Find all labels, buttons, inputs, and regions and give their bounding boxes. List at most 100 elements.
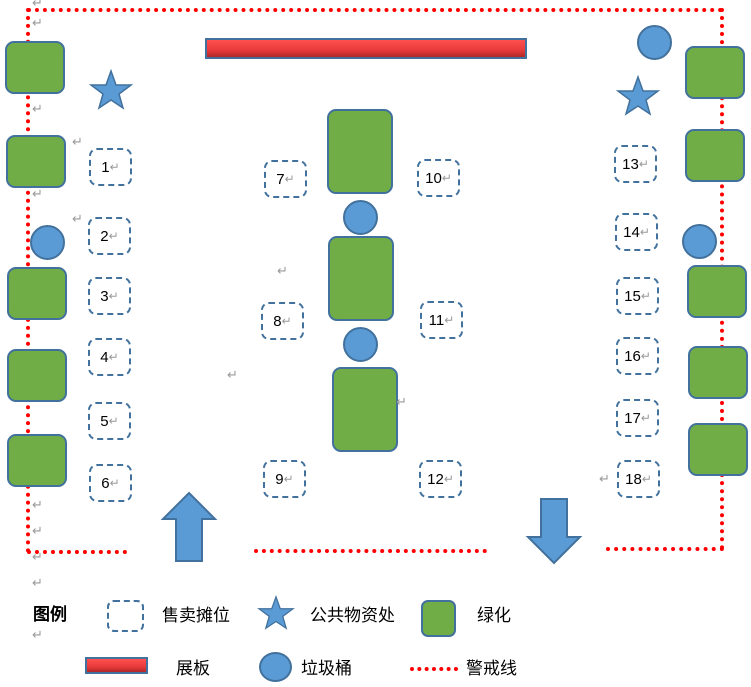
return-mark: ↵ [72, 212, 83, 227]
cordon-line-bottom-middle [254, 549, 487, 553]
legend-label-supplies: 公共物资处 [310, 606, 395, 626]
stall-13[interactable]: 13↵ [614, 145, 657, 183]
return-mark: ↵ [639, 225, 650, 239]
stall-number: 9 [275, 470, 284, 488]
trash-bin-right [682, 224, 717, 259]
return-mark: ↵ [108, 350, 119, 364]
stall-10[interactable]: 10↵ [417, 159, 460, 197]
greenery-left-5 [7, 434, 67, 487]
return-mark: ↵ [32, 550, 43, 565]
stall-number: 18 [625, 470, 642, 488]
stall-number: 10 [425, 169, 442, 187]
trash-bin-top-right [637, 25, 672, 60]
greenery-left-3 [7, 267, 67, 320]
return-mark: ↵ [277, 264, 288, 279]
stall-number: 3 [100, 287, 109, 305]
stall-9[interactable]: 9↵ [263, 460, 306, 498]
return-mark: ↵ [641, 472, 652, 486]
greenery-left-1 [5, 41, 65, 94]
stall-number: 4 [100, 348, 109, 366]
circle-icon [259, 652, 292, 682]
stall-number: 5 [100, 412, 109, 430]
stall-number: 15 [624, 287, 641, 305]
stall-number: 13 [622, 155, 639, 173]
stall-number: 6 [101, 474, 110, 492]
stall-number: 8 [273, 312, 282, 330]
return-mark: ↵ [32, 0, 43, 11]
stall-2[interactable]: 2↵ [88, 217, 131, 255]
greenery-center-3 [332, 367, 398, 452]
cordon-line-top [27, 8, 723, 12]
stall-number: 17 [624, 409, 641, 427]
return-mark: ↵ [32, 576, 43, 591]
return-mark: ↵ [640, 411, 651, 425]
arrow-up-icon [160, 491, 218, 562]
stall-8[interactable]: 8↵ [261, 302, 304, 340]
return-mark: ↵ [444, 313, 455, 327]
return-mark: ↵ [599, 472, 610, 487]
dashed-box-icon [107, 600, 144, 632]
greenery-right-4 [688, 346, 748, 399]
stall-number: 7 [276, 170, 285, 188]
greenery-right-5 [688, 423, 748, 476]
legend-label-cordon: 警戒线 [466, 659, 517, 679]
stall-5[interactable]: 5↵ [88, 402, 131, 440]
stall-number: 16 [624, 347, 641, 365]
return-mark: ↵ [109, 160, 120, 174]
trash-bin-left [30, 225, 65, 260]
return-mark: ↵ [32, 498, 43, 513]
greenery-center-1 [327, 109, 393, 194]
return-mark: ↵ [32, 628, 43, 643]
return-mark: ↵ [283, 472, 294, 486]
greenery-right-1 [685, 46, 745, 99]
cordon-line-bottom-right [606, 547, 724, 551]
legend-label-board: 展板 [176, 659, 210, 679]
stall-6[interactable]: 6↵ [89, 464, 132, 502]
stall-14[interactable]: 14↵ [615, 213, 658, 251]
greenery-right-2 [685, 129, 745, 182]
stall-number: 11 [428, 311, 445, 329]
stall-12[interactable]: 12↵ [419, 460, 462, 498]
star-icon [615, 74, 661, 116]
stall-15[interactable]: 15↵ [616, 277, 659, 315]
return-mark: ↵ [441, 171, 452, 185]
return-mark: ↵ [109, 476, 120, 490]
stall-number: 14 [623, 223, 640, 241]
stall-7[interactable]: 7↵ [264, 160, 307, 198]
stall-16[interactable]: 16↵ [616, 337, 659, 375]
stall-17[interactable]: 17↵ [616, 399, 659, 437]
return-mark: ↵ [443, 472, 454, 486]
stall-11[interactable]: 11↵ [420, 301, 463, 339]
display-board [205, 38, 527, 59]
return-mark: ↵ [108, 229, 119, 243]
green-block-icon [421, 600, 456, 637]
greenery-left-4 [7, 349, 67, 402]
return-mark: ↵ [638, 157, 649, 171]
trash-bin-center-2 [343, 327, 378, 362]
cordon-line-bottom-left [27, 550, 127, 554]
display-board-icon [85, 657, 148, 674]
greenery-left-2 [6, 135, 66, 188]
greenery-right-3 [687, 265, 747, 318]
return-mark: ↵ [72, 135, 83, 150]
return-mark: ↵ [32, 187, 43, 202]
stall-3[interactable]: 3↵ [88, 277, 131, 315]
legend-label-stall: 售卖摊位 [162, 606, 230, 626]
return-mark: ↵ [640, 349, 651, 363]
return-mark: ↵ [32, 524, 43, 539]
return-mark: ↵ [227, 368, 238, 383]
return-mark: ↵ [32, 16, 43, 31]
arrow-down-icon [525, 498, 583, 565]
stall-1[interactable]: 1↵ [89, 148, 132, 186]
return-mark: ↵ [108, 414, 119, 428]
legend-title: 图例 [33, 605, 67, 625]
stall-4[interactable]: 4↵ [88, 338, 131, 376]
star-icon [257, 594, 295, 630]
return-mark: ↵ [640, 289, 651, 303]
stall-18[interactable]: 18↵ [617, 460, 660, 498]
stall-number: 2 [100, 227, 109, 245]
stall-number: 1 [101, 158, 110, 176]
stall-number: 12 [427, 470, 444, 488]
return-mark: ↵ [32, 102, 43, 117]
star-icon [88, 68, 134, 110]
